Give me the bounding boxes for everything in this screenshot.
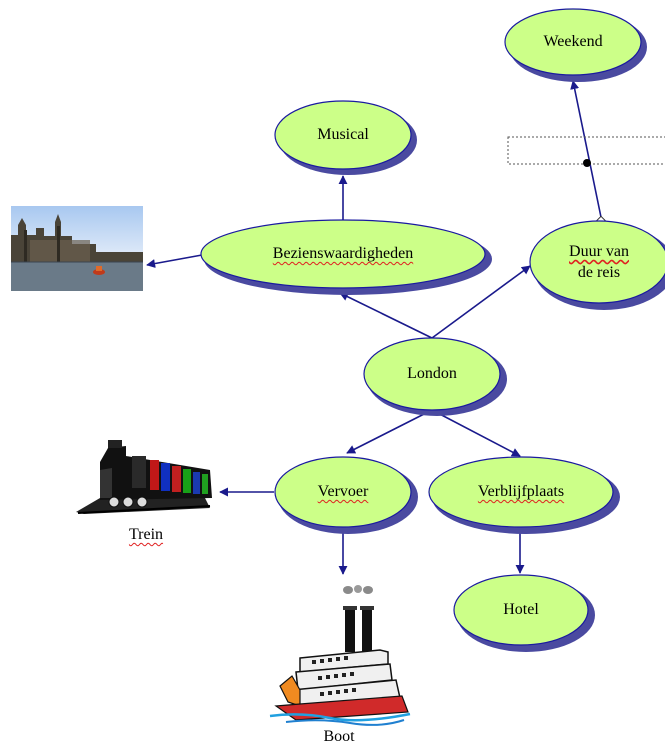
node-label-verblijfplaats: Verblijfplaats [477, 483, 565, 500]
link-london-vervoer [346, 409, 433, 454]
node-weekend[interactable] [504, 8, 647, 82]
caption-trein: Trein [128, 526, 164, 543]
node-label-bezienswaardigheden: Bezienswaardigheden [272, 245, 414, 262]
node-london[interactable] [363, 337, 507, 416]
node-verblijfplaats[interactable] [428, 456, 620, 534]
node-bezienswaardigheden[interactable] [200, 219, 492, 295]
node-label-duur-word: Duur van [569, 243, 629, 260]
london-photo-icon[interactable] [11, 206, 143, 291]
node-label-vervoer: Vervoer [317, 483, 369, 500]
node-label-musical: Musical [317, 126, 369, 143]
link-bezienswaardigheden-photo [146, 254, 203, 268]
node-label-weekend: Weekend [543, 33, 603, 50]
node-vervoer[interactable] [274, 456, 418, 534]
link-duur-weekend [570, 80, 603, 223]
link-london-duur [431, 265, 531, 339]
node-hotel[interactable] [453, 574, 595, 652]
node-label-duur-line2: de reis [577, 264, 621, 281]
node-duur-van-de-reis[interactable] [529, 220, 665, 310]
caption-boot: Boot [323, 728, 355, 745]
link-london-verblijfplaats [431, 409, 521, 457]
node-label-london: London [407, 365, 457, 382]
node-label-duur-line1: Duur van [569, 242, 629, 262]
steamboat-icon[interactable] [269, 585, 411, 726]
node-musical[interactable] [274, 100, 417, 175]
train-icon[interactable] [76, 440, 212, 514]
link-label-box[interactable] [507, 136, 665, 165]
connectors [146, 80, 603, 575]
link-london-bezienswaardigheden [339, 292, 433, 339]
node-label-hotel: Hotel [503, 601, 539, 618]
link-midpoint-handle[interactable] [583, 159, 591, 167]
